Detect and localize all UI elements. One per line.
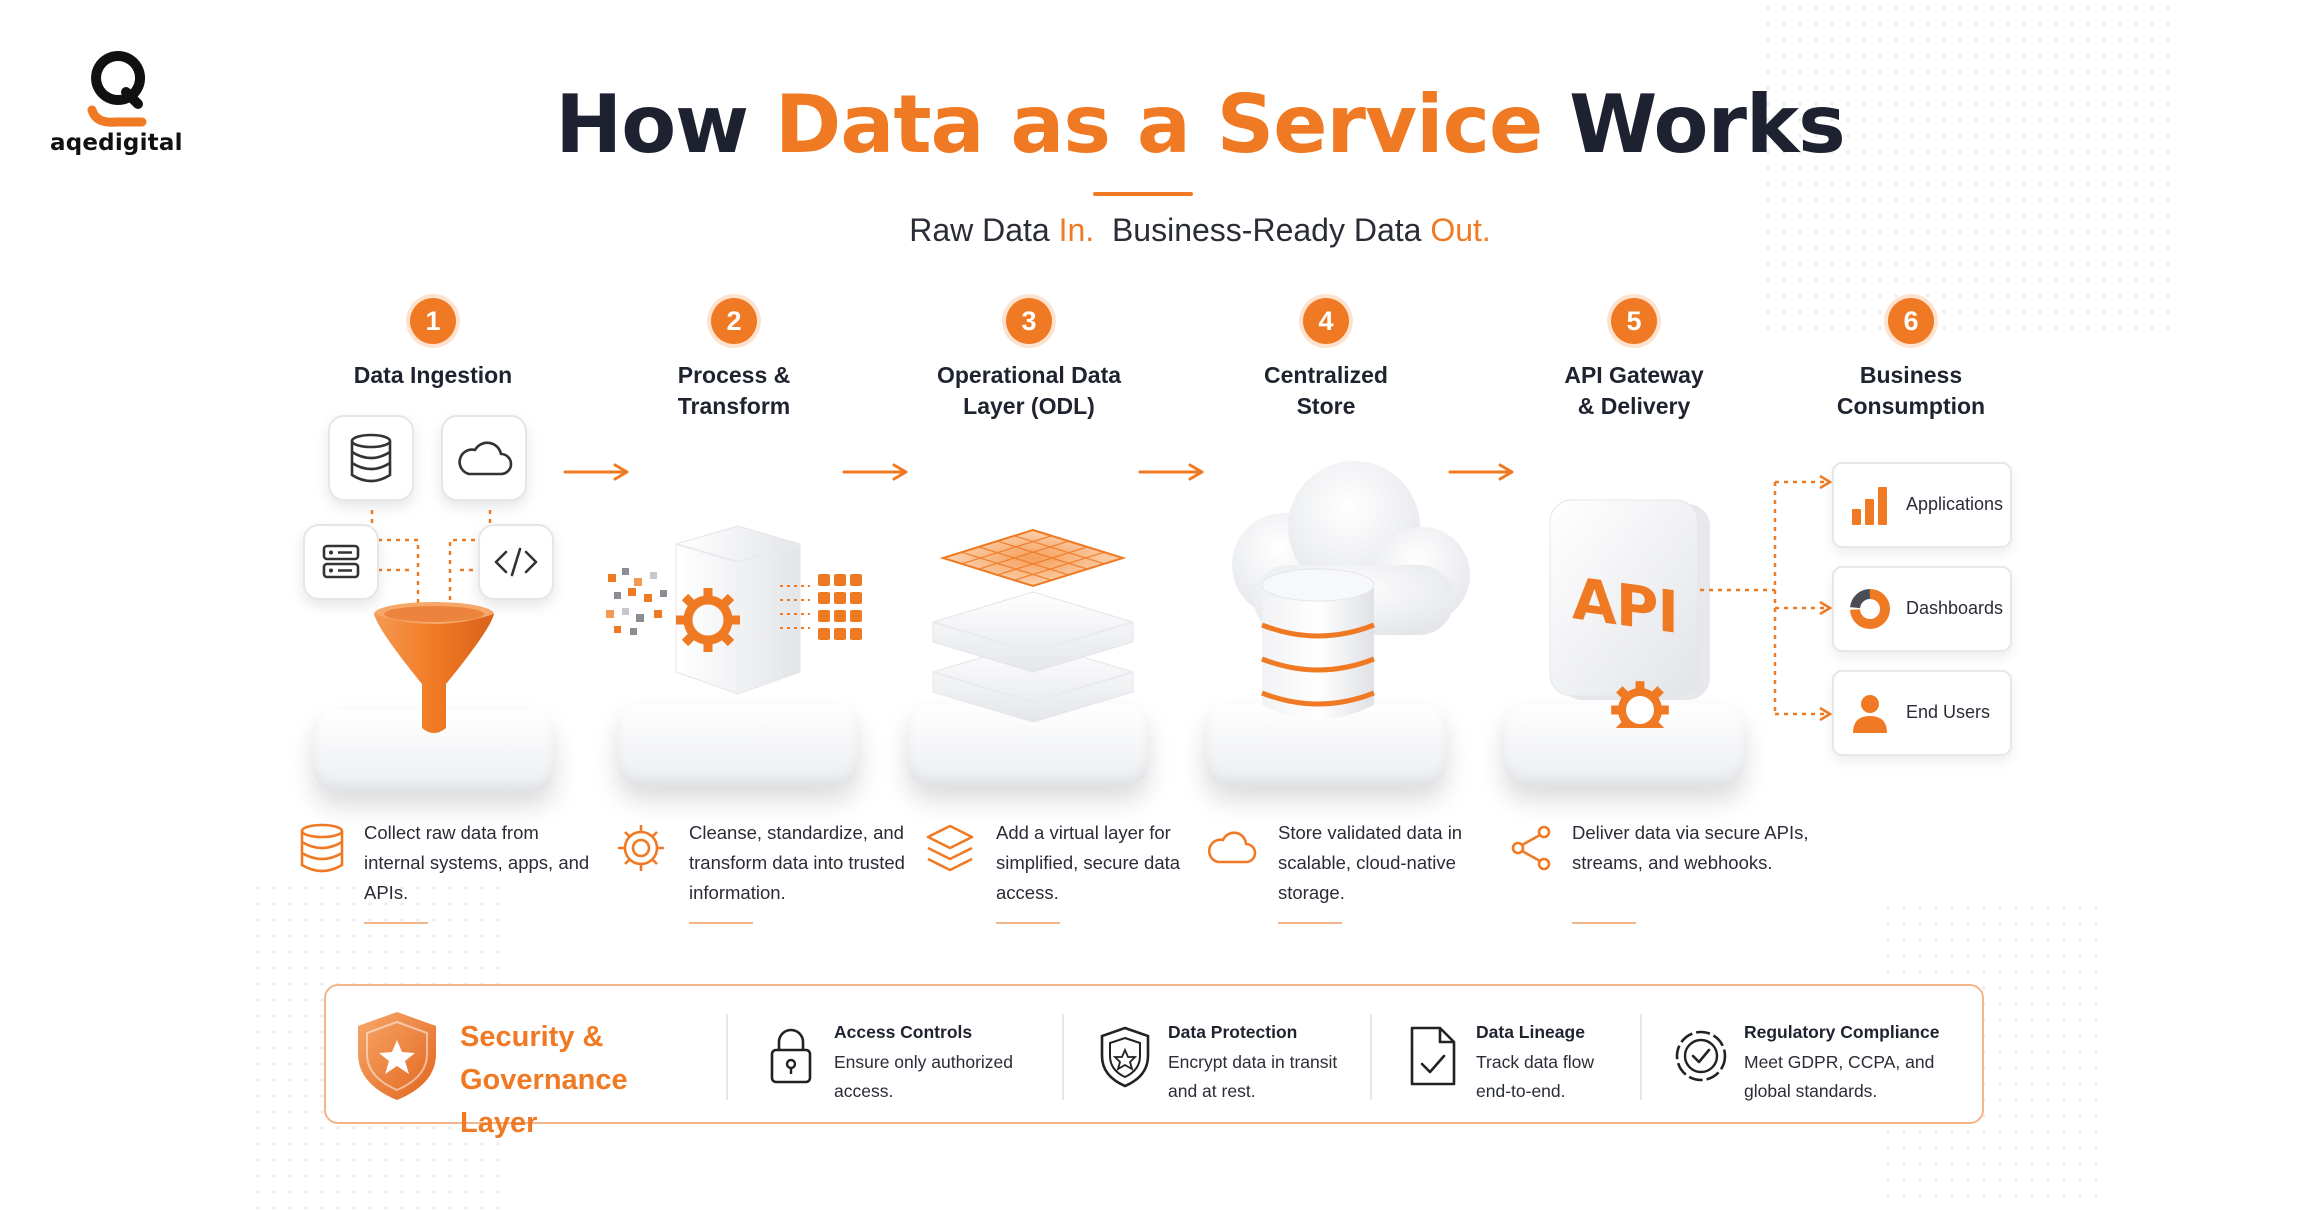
subtitle-part-2: Business-Ready Data: [1094, 212, 1431, 248]
title-part-1: How: [555, 78, 775, 171]
governance-item-desc: Ensure only authorized access.: [834, 1052, 1013, 1101]
security-governance-panel: Security &Governance Layer Access Contro…: [324, 984, 1984, 1139]
consumption-card-end-users[interactable]: End Users: [1832, 670, 2012, 756]
flow-arrow-icon: [842, 463, 908, 481]
subtitle-part-1: Raw Data: [909, 212, 1059, 248]
step-number-badge: 4: [1303, 298, 1349, 344]
shield-icon: [358, 1012, 436, 1100]
step-label: API Gateway& Delivery: [1564, 362, 1704, 419]
source-code-tile: [478, 524, 554, 600]
divider: [1370, 1014, 1372, 1100]
description-rule: [1572, 922, 1636, 924]
governance-item-desc: Track data flow end-to-end.: [1476, 1052, 1595, 1101]
pedestal: [618, 704, 858, 786]
step-2: 2 Process &Transform: [594, 298, 874, 422]
logo-text: aqedigital: [50, 130, 183, 156]
database-icon: [350, 433, 392, 483]
server-icon: [322, 544, 360, 579]
code-icon: [494, 547, 538, 577]
bar-chart-icon: [1852, 487, 1887, 525]
title-part-2: Works: [1542, 78, 1846, 171]
description-rule: [689, 922, 753, 924]
description-text: Store validated data in scalable, cloud-…: [1278, 822, 1463, 903]
structured-data-grid: [780, 574, 862, 640]
source-cloud-tile: [441, 415, 527, 501]
donut-chart-icon: [1850, 589, 1890, 629]
title-underline: [1093, 192, 1193, 196]
governance-item-desc: Meet GDPR, CCPA, and global standards.: [1744, 1052, 1935, 1101]
cloud-icon: [1207, 831, 1257, 864]
title-highlight: Data as a Service: [774, 78, 1543, 171]
shield-icon: [1100, 1026, 1150, 1088]
document-check-icon: [1410, 1026, 1456, 1086]
description-text: Deliver data via secure APIs, streams, a…: [1572, 822, 1809, 873]
source-server-tile: [303, 524, 379, 600]
consumption-card-applications[interactable]: Applications: [1832, 462, 2012, 548]
api-block: [1549, 499, 1710, 728]
cloud-icon: [458, 441, 513, 476]
database-icon: [300, 823, 344, 873]
consumption-label: Applications: [1906, 494, 2004, 514]
description-rule: [1278, 922, 1342, 924]
governance-title: Security &Governance Layer: [460, 1021, 628, 1139]
governance-item-title: Data Protection: [1168, 1022, 1298, 1042]
gear-icon: [618, 825, 664, 871]
dot-pattern-top-right: [1760, 0, 2180, 330]
subtitle-highlight-2: Out.: [1430, 212, 1491, 248]
consumption-label: Dashboards: [1906, 598, 2004, 618]
governance-item-title: Data Lineage: [1476, 1022, 1585, 1042]
governance-item-desc: Encrypt data in transit and at rest.: [1168, 1052, 1338, 1101]
scattered-data-particles: [606, 568, 667, 635]
flow-arrow-icon: [563, 463, 629, 481]
governance-item-title: Access Controls: [834, 1022, 973, 1042]
lock-icon: [770, 1028, 812, 1084]
step-1: 1 Data Ingestion: [293, 298, 573, 391]
source-database-tile: [328, 415, 414, 501]
description-text: Add a virtual layer for simplified, secu…: [996, 822, 1181, 903]
gear-cube: [675, 525, 801, 695]
aqedigital-logo-icon: [87, 51, 147, 127]
divider: [1062, 1014, 1064, 1100]
step-5: 5 API Gateway& Delivery: [1494, 298, 1774, 422]
consumption-connector-lines: [1700, 474, 1833, 722]
description-rule: [996, 922, 1060, 924]
step-number-badge: 2: [711, 298, 757, 344]
step-number-badge: 5: [1611, 298, 1657, 344]
step-number-badge: 3: [1006, 298, 1052, 344]
badge-check-icon: [1675, 1030, 1727, 1082]
flow-arrow-icon: [1448, 463, 1514, 481]
consumption-label: End Users: [1906, 702, 1991, 722]
step-number-badge: 6: [1888, 298, 1934, 344]
page-title: How Data as a Service Works: [0, 78, 2304, 171]
divider: [726, 1014, 728, 1100]
funnel-icon: [374, 602, 494, 733]
governance-item-title: Regulatory Compliance: [1744, 1022, 1940, 1042]
step-number-badge: 1: [410, 298, 456, 344]
divider: [1640, 1014, 1642, 1100]
cloud-storage: [1232, 461, 1470, 719]
layer-stack: [932, 528, 1134, 723]
subtitle-highlight-1: In.: [1058, 212, 1095, 248]
consumption-card-dashboards[interactable]: Dashboards: [1832, 566, 2012, 652]
description-text: Cleanse, standardize, and transform data…: [689, 822, 905, 903]
brand-logo[interactable]: aqedigital: [50, 50, 190, 156]
step-label: Process &Transform: [677, 362, 791, 419]
gear-icon: [1611, 681, 1669, 728]
description-text: Collect raw data from internal systems, …: [364, 822, 590, 903]
user-icon: [1853, 695, 1887, 733]
layers-icon: [926, 824, 974, 872]
share-icon: [1511, 825, 1551, 871]
gear-icon: [676, 588, 740, 652]
flow-arrow-icon: [1138, 463, 1204, 481]
page-subtitle: Raw Data In. Business-Ready Data Out.: [0, 212, 2304, 249]
step-label: Data Ingestion: [353, 362, 513, 388]
description-rule: [364, 922, 428, 924]
